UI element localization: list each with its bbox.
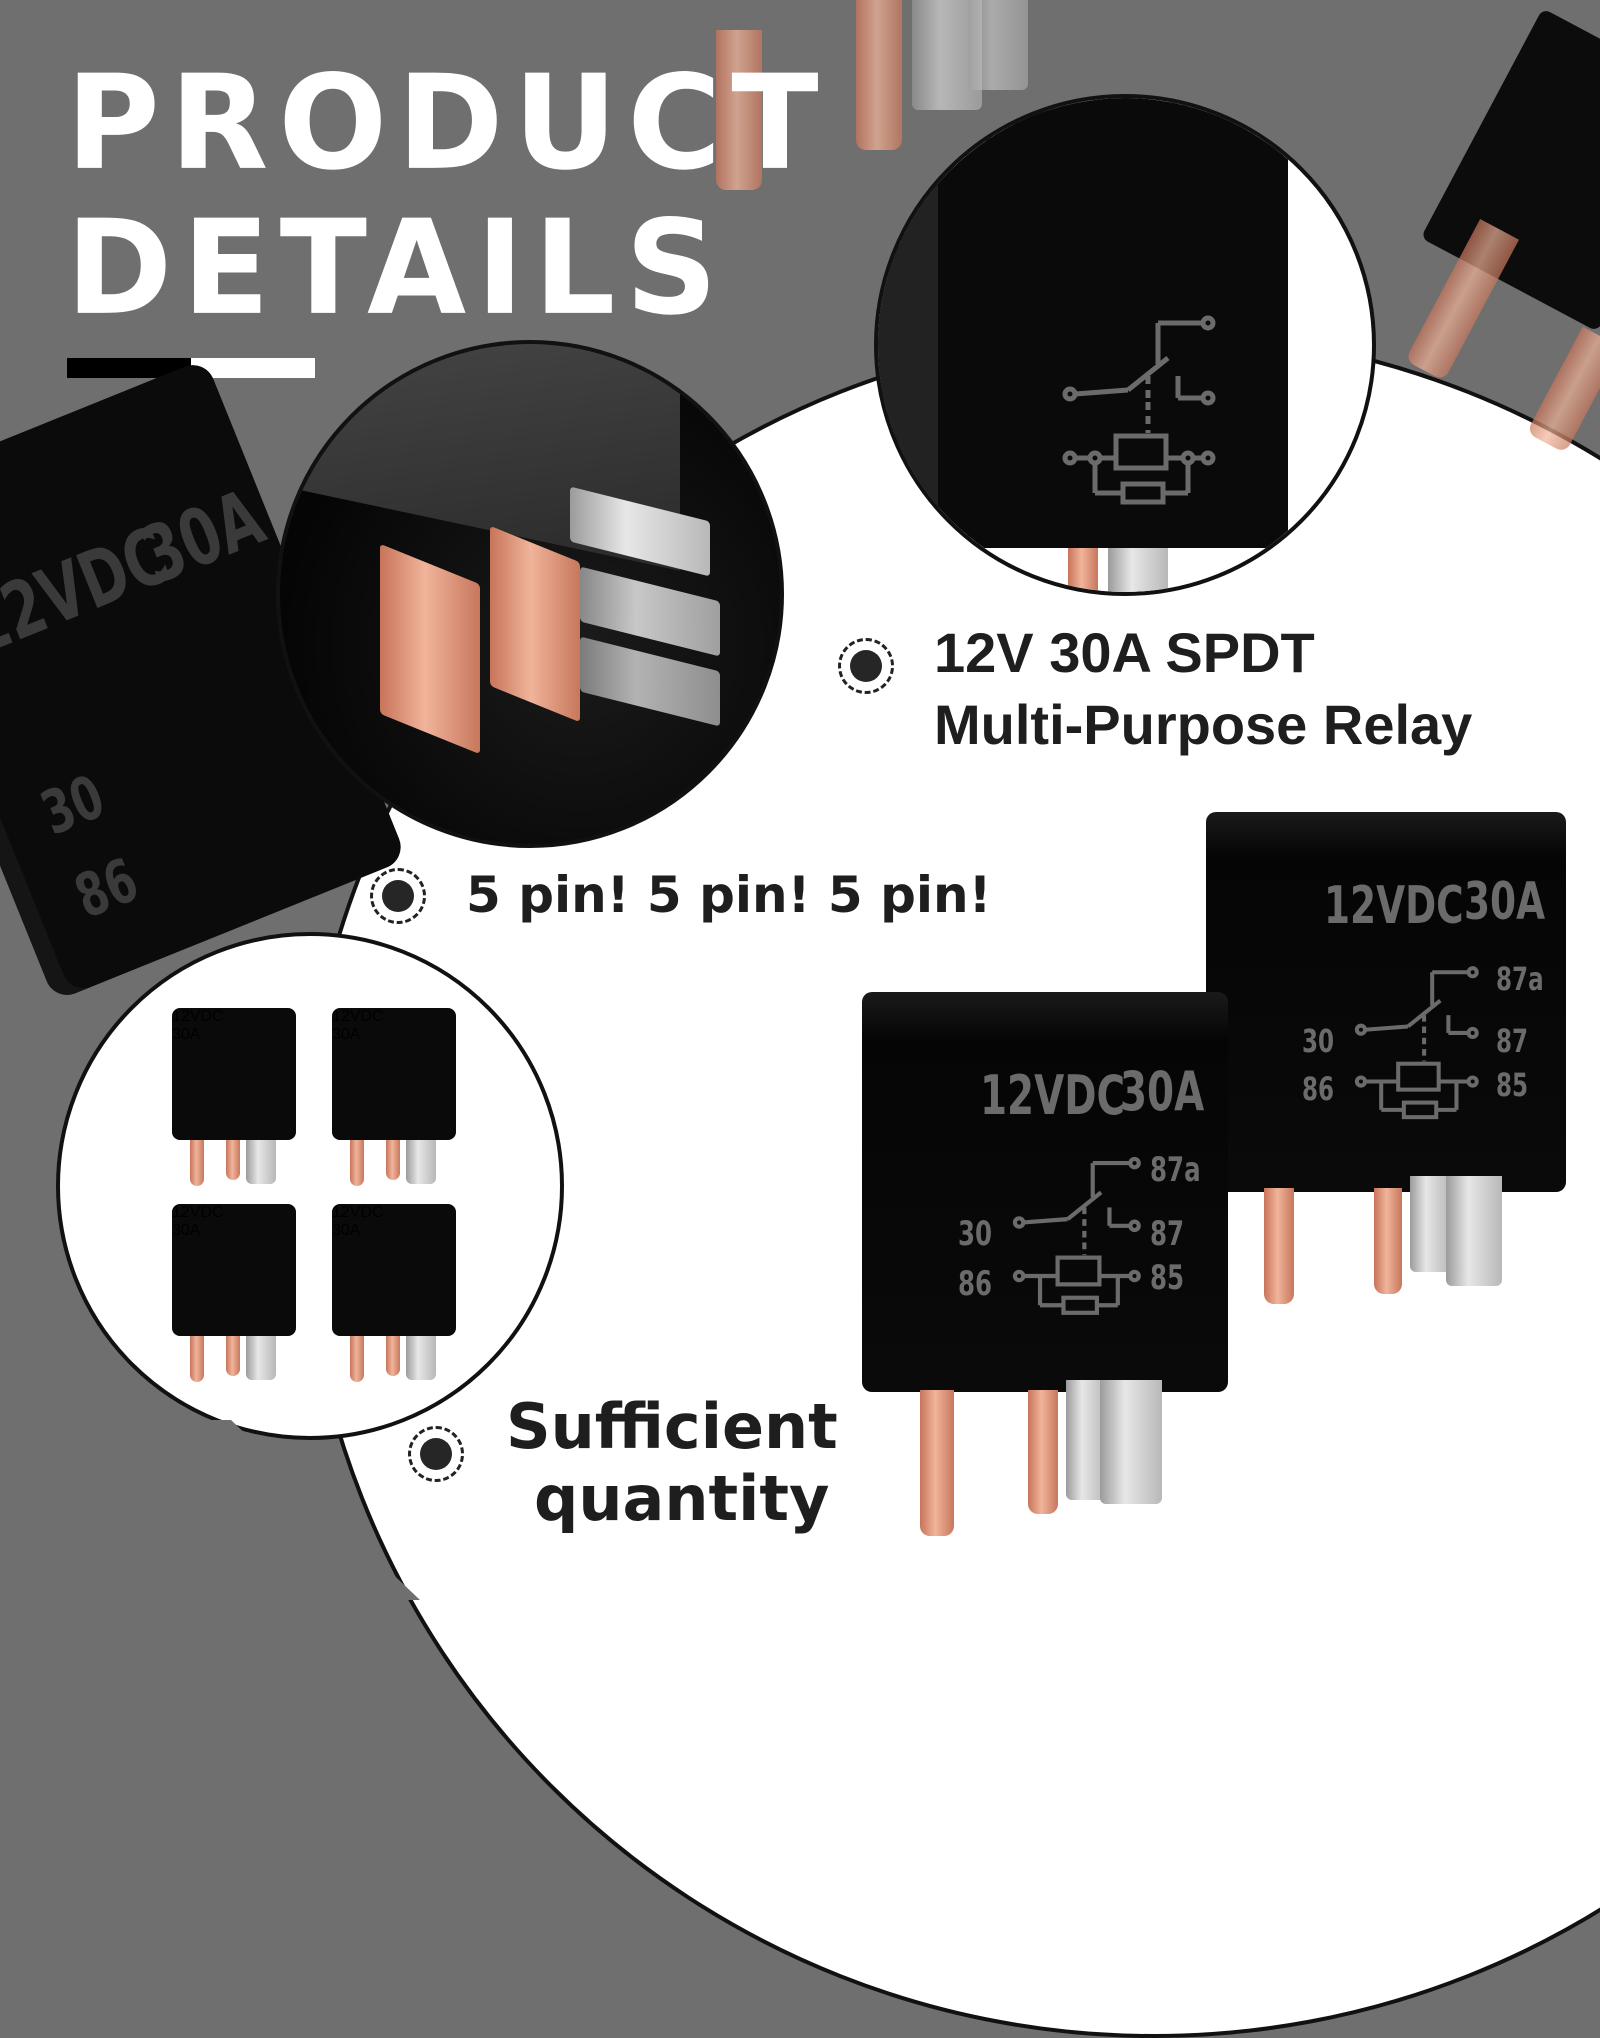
copper-pin-icon [380,543,480,755]
relay-voltage-label: 12VDC [1324,876,1464,936]
closeup-label-circle: 12VDC 30A 87a 30 87 86 85 [874,94,1376,596]
relay-current-label: 30A [172,1222,201,1239]
relay-current-label: 30A [332,1222,361,1239]
relay-circuit-diagram-icon [1062,315,1216,505]
copper-pin-icon [1264,1188,1294,1304]
copper-pin-icon [1068,548,1098,592]
silver-pin-icon [406,1336,436,1380]
feature-spdt-line1: 12V 30A SPDT [934,621,1315,684]
silver-pin-icon [1100,1380,1162,1504]
relay-current-label: 30A [1120,1060,1205,1123]
relay-voltage-label: 12VDC [332,1008,384,1025]
pin-85-label: 85 [1150,1258,1185,1298]
pin-87-label: 87 [1150,1214,1185,1254]
silver-pin-icon [246,1140,276,1184]
page-title-line2: DETAILS [66,192,728,345]
pin-86-label: 86 [1302,1070,1335,1108]
silver-pin-icon [968,0,1028,90]
copper-pin-icon [1028,1390,1058,1514]
relay-face-closeup [878,98,1288,548]
feature-spdt-line2: Multi-Purpose Relay [934,693,1473,756]
pin-87-label: 87 [1496,1022,1529,1060]
relay-side-closeup [878,138,938,558]
pin-30-label: 30 [958,1214,993,1254]
copper-pin-icon [226,1336,240,1376]
closeup-pins-circle [276,340,784,848]
relay-current-label: 30A [332,1026,361,1043]
copper-pin-icon [190,1140,204,1186]
copper-pin-icon [1526,326,1600,454]
pin-87a-label: 87a [1150,1150,1201,1190]
pin-30-label: 30 [1302,1022,1335,1060]
copper-pin-icon [350,1140,364,1186]
copper-pin-icon [716,30,762,190]
feature-quantity-line1: Sufficient [506,1390,838,1463]
pin-86-label: 86 [958,1264,993,1304]
silver-pin-icon [246,1336,276,1380]
relay-voltage-label: 12VDC [172,1008,224,1025]
relay-voltage-label: 12VDC [980,1064,1126,1127]
copper-pin-icon [490,525,580,723]
copper-pin-icon [386,1336,400,1376]
relay-current-label: 30A [1464,872,1546,932]
feature-bullet-icon [408,1426,464,1482]
copper-pin-icon [920,1390,954,1536]
relay-circuit-diagram-icon [1012,1156,1141,1315]
copper-pin-icon [190,1336,204,1382]
copper-pin-icon [226,1140,240,1180]
silver-pin-icon [406,1140,436,1184]
relay-current-label: 30A [172,1026,201,1043]
relay-voltage-label: 12VDC [332,1204,384,1221]
pin-85-label: 85 [1496,1066,1529,1104]
pin-87a-label: 87a [1496,960,1544,998]
quantity-four-relays-circle: 12VDC 30A 12VDC 30A 12VDC 30A 12VDC 30A [56,932,564,1440]
feature-bullet-icon [838,638,894,694]
feature-bullet-icon [370,868,426,924]
relay-voltage-label: 12VDC [172,1204,224,1221]
mini-relay: 12VDC 30A [332,1204,456,1336]
feature-quantity-line2: quantity [534,1462,830,1535]
copper-pin-icon [1374,1188,1402,1294]
title-underline-black [67,358,191,378]
silver-pin-icon [1410,1176,1450,1272]
mini-relay: 12VDC 30A [172,1204,296,1336]
relay-product-back: 12VDC 30A 87a 30 87 86 85 [1206,812,1566,1192]
relay-product-front: 12VDC 30A 87a 30 87 86 85 [862,992,1228,1392]
silver-pin-icon [1446,1176,1502,1286]
silver-pin-icon [1108,548,1168,592]
copper-pin-icon [386,1140,400,1180]
relay-circuit-diagram-icon [1354,966,1479,1120]
feature-5pin: 5 pin! 5 pin! 5 pin! [466,866,992,924]
copper-pin-icon [350,1336,364,1382]
mini-relay: 12VDC 30A [172,1008,296,1140]
page-title-line1: PRODUCT [66,47,829,200]
silver-pin-icon [1066,1380,1106,1500]
mini-relay: 12VDC 30A [332,1008,456,1140]
